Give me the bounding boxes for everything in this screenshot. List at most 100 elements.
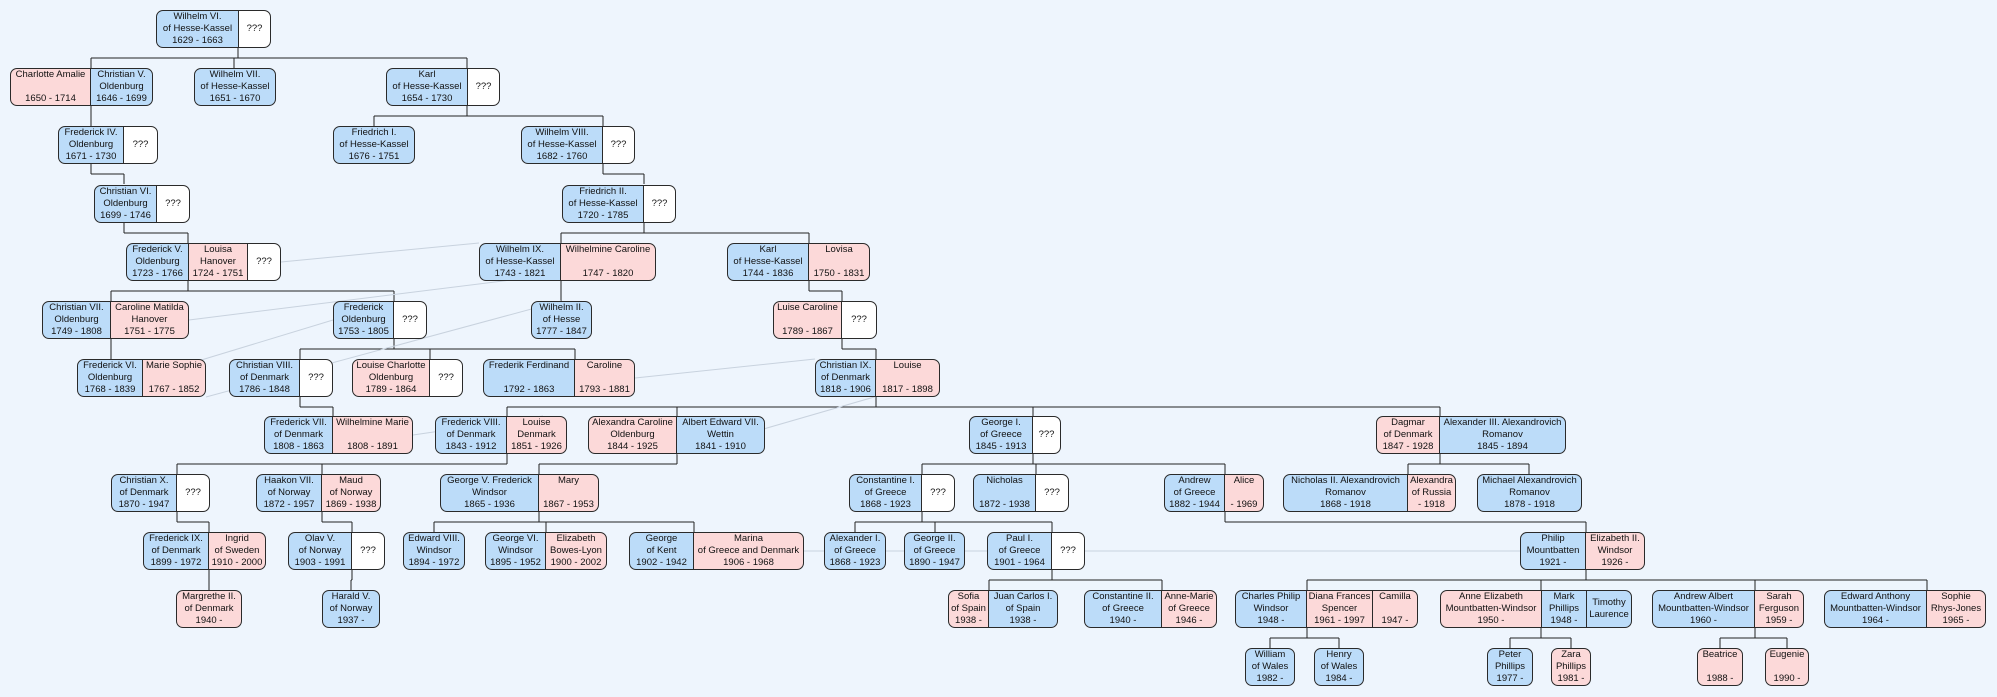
person-wilhelm-vii[interactable]: Wilhelm VII. of Hesse-Kassel 1651 - 1670: [194, 68, 276, 106]
person-george-kent[interactable]: George of Kent 1902 - 1942: [629, 532, 694, 570]
person-haakon-vii[interactable]: Haakon VII. of Norway 1872 - 1957: [256, 474, 322, 512]
person-george-vi[interactable]: George VI. Windsor 1895 - 1952: [485, 532, 546, 570]
person-unknown-spouse[interactable]: ???: [351, 532, 385, 570]
person-sophie[interactable]: Sophie Rhys-Jones 1965 -: [1926, 590, 1986, 628]
person-mark-phillips[interactable]: Mark Phillips 1948 -: [1541, 590, 1587, 628]
person-anne[interactable]: Anne Elizabeth Mountbatten-Windsor 1950 …: [1440, 590, 1542, 628]
person-louise-1817[interactable]: Louise 1817 - 1898: [875, 359, 940, 397]
person-unknown-spouse[interactable]: ???: [299, 359, 333, 397]
person-andrew-greece[interactable]: Andrew of Greece 1882 - 1944: [1164, 474, 1225, 512]
person-wilhelm-ii-hesse[interactable]: Wilhelm II. of Hesse 1777 - 1847: [531, 301, 592, 339]
person-nicholas-greece[interactable]: Nicholas 1872 - 1938: [973, 474, 1036, 512]
person-beatrice[interactable]: Beatrice 1988 -: [1697, 648, 1743, 686]
person-lovisa[interactable]: Lovisa 1750 - 1831: [808, 243, 870, 281]
person-christian-vii[interactable]: Christian VII. Oldenburg 1749 - 1808: [42, 301, 111, 339]
person-unknown-spouse[interactable]: ???: [393, 301, 427, 339]
person-karl-hesse-kassel[interactable]: Karl of Hesse-Kassel 1654 - 1730: [386, 68, 468, 106]
person-unknown-spouse[interactable]: ???: [467, 68, 500, 106]
person-anne-marie[interactable]: Anne-Marie of Greece 1946 -: [1161, 590, 1217, 628]
person-louisa-hanover[interactable]: Louisa Hanover 1724 - 1751: [188, 243, 248, 281]
person-harald-v[interactable]: Harald V. of Norway 1937 -: [322, 590, 380, 628]
person-christian-viii[interactable]: Christian VIII. of Denmark 1786 - 1848: [229, 359, 300, 397]
person-sarah-ferguson[interactable]: Sarah Ferguson 1959 -: [1754, 590, 1804, 628]
person-frederick-vi[interactable]: Frederick VI. Oldenburg 1768 - 1839: [77, 359, 143, 397]
person-christian-v[interactable]: Christian V. Oldenburg 1646 - 1699: [90, 68, 153, 106]
person-frederick-ix[interactable]: Frederick IX. of Denmark 1899 - 1972: [143, 532, 209, 570]
person-frederick-iv[interactable]: Frederick IV. Oldenburg 1671 - 1730: [58, 126, 124, 164]
person-elizabeth-bowes-lyon[interactable]: Elizabeth Bowes-Lyon 1900 - 2002: [545, 532, 607, 570]
person-constantine-i[interactable]: Constantine I. of Greece 1868 - 1923: [849, 474, 922, 512]
person-sofia[interactable]: Sofia of Spain 1938 -: [948, 590, 989, 628]
person-marie-sophie[interactable]: Marie Sophie 1767 - 1852: [142, 359, 206, 397]
person-christian-vi[interactable]: Christian VI. Oldenburg 1699 - 1746: [94, 185, 157, 223]
person-unknown-spouse[interactable]: ???: [1035, 474, 1069, 512]
person-george-i-greece[interactable]: George I. of Greece 1845 - 1913: [969, 416, 1033, 454]
person-alexander-iii[interactable]: Alexander III. Alexandrovich Romanov 184…: [1439, 416, 1566, 454]
person-philip[interactable]: Philip Mountbatten 1921 -: [1520, 532, 1586, 570]
person-frederik-ferdinand[interactable]: Frederik Ferdinand 1792 - 1863: [483, 359, 575, 397]
person-marina[interactable]: Marina of Greece and Denmark 1906 - 1968: [693, 532, 804, 570]
person-frederick-v[interactable]: Frederick V. Oldenburg 1723 - 1766: [126, 243, 189, 281]
person-frederick-vii[interactable]: Frederick VII. of Denmark 1808 - 1863: [264, 416, 333, 454]
person-alice[interactable]: Alice - 1969: [1224, 474, 1264, 512]
person-wilhelm-vi[interactable]: Wilhelm VI. of Hesse-Kassel 1629 - 1663: [156, 10, 239, 48]
person-peter-phillips[interactable]: Peter Phillips 1977 -: [1487, 648, 1533, 686]
person-paul-i[interactable]: Paul I. of Greece 1901 - 1964: [987, 532, 1052, 570]
person-charlotte-amalie[interactable]: Charlotte Amalie 1650 - 1714: [10, 68, 91, 106]
person-frederick-viii[interactable]: Frederick VIII. of Denmark 1843 - 1912: [435, 416, 507, 454]
person-william[interactable]: William of Wales 1982 -: [1245, 648, 1295, 686]
person-juan-carlos-i[interactable]: Juan Carlos I. of Spain 1938 -: [988, 590, 1058, 628]
person-wilhelm-ix[interactable]: Wilhelm IX. of Hesse-Kassel 1743 - 1821: [479, 243, 561, 281]
person-edward-viii[interactable]: Edward VIII. Windsor 1894 - 1972: [403, 532, 465, 570]
person-zara-phillips[interactable]: Zara Phillips 1981 -: [1551, 648, 1591, 686]
person-unknown-spouse[interactable]: ???: [429, 359, 463, 397]
person-diana[interactable]: Diana Frances Spencer 1961 - 1997: [1306, 590, 1373, 628]
person-louise-denmark[interactable]: Louise Denmark 1851 - 1926: [506, 416, 567, 454]
person-elizabeth-ii[interactable]: Elizabeth II. Windsor 1926 -: [1585, 532, 1645, 570]
person-unknown-spouse[interactable]: ???: [921, 474, 955, 512]
person-unknown-spouse[interactable]: ???: [1051, 532, 1085, 570]
person-alexandra-russia[interactable]: Alexandra of Russia - 1918: [1407, 474, 1456, 512]
person-unknown-spouse[interactable]: ???: [176, 474, 210, 512]
person-unknown-spouse[interactable]: ???: [841, 301, 877, 339]
person-caroline-matilda[interactable]: Caroline Matilda Hanover 1751 - 1775: [110, 301, 189, 339]
person-karl-1744[interactable]: Karl of Hesse-Kassel 1744 - 1836: [727, 243, 809, 281]
person-camilla[interactable]: Camilla 1947 -: [1372, 590, 1418, 628]
person-olav-v[interactable]: Olav V. of Norway 1903 - 1991: [288, 532, 352, 570]
person-michael-alexandrovich[interactable]: Michael Alexandrovich Romanov 1878 - 191…: [1477, 474, 1582, 512]
person-christian-x[interactable]: Christian X. of Denmark 1870 - 1947: [111, 474, 177, 512]
person-alexandra-caroline[interactable]: Alexandra Caroline Oldenburg 1844 - 1925: [588, 416, 677, 454]
person-andrew[interactable]: Andrew Albert Mountbatten-Windsor 1960 -: [1652, 590, 1755, 628]
person-nicholas-ii[interactable]: Nicholas II. Alexandrovich Romanov 1868 …: [1283, 474, 1408, 512]
person-george-v[interactable]: George V. Frederick Windsor 1865 - 1936: [440, 474, 539, 512]
person-edward[interactable]: Edward Anthony Mountbatten-Windsor 1964 …: [1824, 590, 1927, 628]
person-charles[interactable]: Charles Philip Windsor 1948 -: [1235, 590, 1307, 628]
person-christian-ix[interactable]: Christian IX. of Denmark 1818 - 1906: [815, 359, 876, 397]
person-frederick-1753[interactable]: Frederick Oldenburg 1753 - 1805: [333, 301, 394, 339]
person-dagmar[interactable]: Dagmar of Denmark 1847 - 1928: [1376, 416, 1440, 454]
person-eugenie[interactable]: Eugenie 1990 -: [1765, 648, 1809, 686]
person-constantine-ii[interactable]: Constantine II. of Greece 1940 -: [1084, 590, 1162, 628]
person-luise-caroline[interactable]: Luise Caroline 1789 - 1867: [773, 301, 842, 339]
person-unknown-spouse[interactable]: ???: [1032, 416, 1061, 454]
person-louise-charlotte[interactable]: Louise Charlotte Oldenburg 1789 - 1864: [352, 359, 430, 397]
person-george-ii-greece[interactable]: George II. of Greece 1890 - 1947: [904, 532, 965, 570]
person-unknown-spouse[interactable]: ???: [156, 185, 190, 223]
person-maud[interactable]: Maud of Norway 1869 - 1938: [321, 474, 381, 512]
person-margrethe-ii[interactable]: Margrethe II. of Denmark 1940 -: [176, 590, 242, 628]
person-alexander-i-greece[interactable]: Alexander I. of Greece 1868 - 1923: [824, 532, 886, 570]
person-wilhelmine-marie[interactable]: Wilhelmine Marie 1808 - 1891: [332, 416, 413, 454]
person-wilhelm-viii[interactable]: Wilhelm VIII. of Hesse-Kassel 1682 - 176…: [521, 126, 603, 164]
person-timothy-laurence[interactable]: Timothy Laurence: [1586, 590, 1632, 628]
person-friedrich-ii[interactable]: Friedrich II. of Hesse-Kassel 1720 - 178…: [562, 185, 644, 223]
person-friedrich-i[interactable]: Friedrich I. of Hesse-Kassel 1676 - 1751: [333, 126, 415, 164]
person-unknown-spouse[interactable]: ???: [123, 126, 158, 164]
person-unknown-spouse[interactable]: ???: [238, 10, 271, 48]
person-ingrid[interactable]: Ingrid of Sweden 1910 - 2000: [208, 532, 266, 570]
person-albert-edward-vii[interactable]: Albert Edward VII. Wettin 1841 - 1910: [676, 416, 765, 454]
person-unknown-spouse[interactable]: ???: [247, 243, 281, 281]
person-henry[interactable]: Henry of Wales 1984 -: [1314, 648, 1364, 686]
person-mary[interactable]: Mary 1867 - 1953: [538, 474, 599, 512]
person-wilhelmine-caroline[interactable]: Wilhelmine Caroline 1747 - 1820: [560, 243, 656, 281]
person-unknown-spouse[interactable]: ???: [643, 185, 676, 223]
